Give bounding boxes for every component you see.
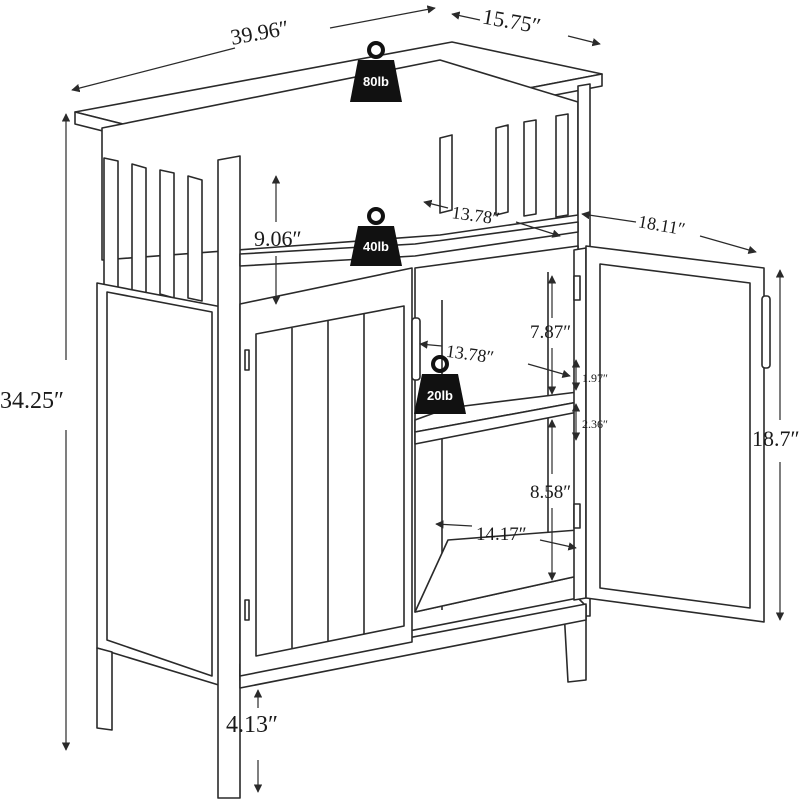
weight-icon-middle-shelf: 20lb [414, 355, 466, 414]
label-overall-height: 34.25″ [0, 388, 64, 414]
label-adjust-up: 1.97″ [582, 371, 608, 385]
label-adjust-down: 2.36″ [582, 417, 608, 431]
dim-line-bottom-shelf-width [435, 520, 473, 529]
left-side-panel [96, 282, 223, 687]
dimension-labels: 39.96″ 15.75″ 34.25″ 9.06″ 13.78″ 18.11″… [0, 4, 800, 738]
label-leg-height: 4.13″ [226, 712, 278, 738]
left-rear-leg [96, 647, 113, 731]
front-left-post [217, 155, 241, 799]
label-lower-compartment: 8.58″ [530, 482, 571, 503]
label-door-height: 18.7″ [752, 426, 800, 451]
left-door [239, 267, 421, 677]
right-slats [439, 113, 569, 218]
weight-icon-open-shelf: 40lb [350, 207, 402, 266]
weight-label-open-shelf: 40lb [363, 239, 389, 254]
dimension-lines [61, 5, 785, 793]
dim-line-depth [451, 11, 481, 21]
cabinet-outline [74, 41, 771, 799]
weight-label-middle-shelf: 20lb [427, 388, 453, 403]
dim-line-width [71, 47, 236, 93]
dim-line-open-shelf-width [423, 199, 449, 209]
label-overall-depth: 15.75″ [481, 4, 543, 39]
dim-line-door-width [581, 210, 637, 223]
right-door [573, 245, 771, 623]
weight-label-top: 80lb [363, 74, 389, 89]
bottom-rail [239, 603, 587, 689]
label-open-shelf-height: 9.06″ [254, 226, 302, 251]
weight-icon-top: 80lb [350, 41, 402, 102]
open-shelf-board [239, 221, 579, 267]
label-bottom-shelf-width: 14.17″ [476, 524, 527, 545]
label-upper-compartment: 7.87″ [530, 322, 571, 343]
dim-line-middle-shelf-width [419, 340, 443, 349]
label-door-width: 18.11″ [637, 211, 687, 239]
label-overall-width: 39.96″ [229, 15, 291, 50]
